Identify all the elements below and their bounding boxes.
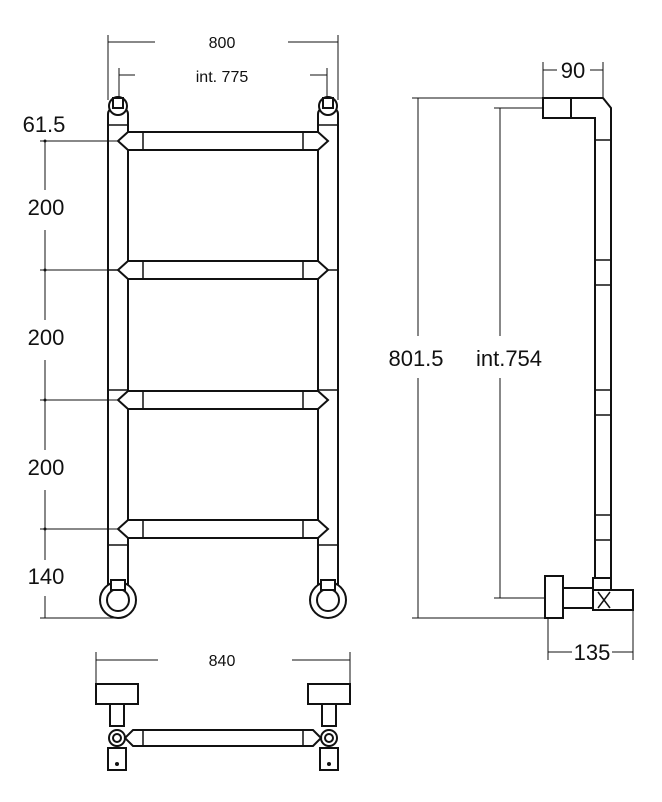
left-post (99, 96, 137, 619)
bottom-width-label: 840 (209, 653, 236, 670)
bottom-view: 840 (95, 652, 351, 771)
depth-label: 90 (561, 58, 585, 83)
rung-3 (116, 390, 330, 410)
wall-distance-dimension: 135 (547, 610, 634, 665)
side-view: 90 801.5 int.754 (388, 58, 634, 665)
spacing-label-1: 61.5 (23, 112, 66, 137)
front-view: 800 int. 775 (23, 35, 347, 619)
width-label: 800 (209, 35, 236, 52)
internal-width-dimension: int. 775 (118, 68, 328, 100)
side-valve (544, 575, 634, 619)
right-post (309, 96, 347, 619)
bottom-rung (123, 729, 323, 747)
width-dimension: 800 (107, 35, 339, 100)
internal-height-dimension: int.754 (476, 107, 545, 599)
wall-distance-label: 135 (574, 640, 611, 665)
bottom-right-bracket (307, 683, 351, 771)
height-label: 801.5 (388, 346, 443, 371)
rung-1 (116, 131, 330, 151)
bottom-left-bracket (95, 683, 139, 771)
depth-dimension: 90 (542, 58, 604, 100)
spacing-label-2: 200 (28, 195, 65, 220)
internal-width-label: int. 775 (196, 69, 249, 86)
vertical-spacing-dimensions: 61.5 200 200 200 140 (23, 112, 118, 619)
bottom-width-dimension: 840 (95, 652, 351, 685)
rung-2 (116, 260, 330, 280)
spacing-label-3: 200 (28, 325, 65, 350)
height-dimension: 801.5 (388, 97, 545, 619)
spacing-label-4: 200 (28, 455, 65, 480)
spacing-label-5: 140 (28, 564, 65, 589)
internal-height-label: int.754 (476, 346, 542, 371)
side-tube (542, 97, 612, 591)
rung-4 (116, 519, 330, 539)
